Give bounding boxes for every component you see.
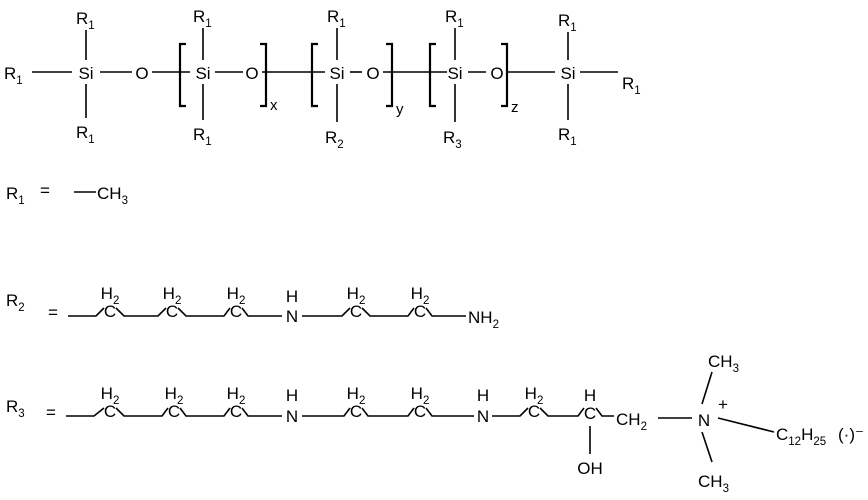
si-atom: Si xyxy=(78,64,93,83)
n-atom: N xyxy=(286,407,298,426)
h-label: H xyxy=(584,386,596,405)
subscript-y: y xyxy=(396,101,404,118)
h2-label: H2 xyxy=(163,284,182,307)
r2-substituent-label: R2 xyxy=(325,128,344,151)
counterion: (·)⁻ xyxy=(838,425,864,444)
siloxane-backbone xyxy=(32,28,618,122)
r2-definition-label: R2 xyxy=(6,291,25,314)
si-terminal-left: R1 Si R1 R1 xyxy=(4,9,95,146)
c-atom: C xyxy=(584,404,596,423)
r1-left-label: R1 xyxy=(4,64,23,87)
quaternary-n-atom: N xyxy=(698,411,710,430)
si-atom: Si xyxy=(329,64,344,83)
repeat-unit-z: Si R1 R3 O z xyxy=(443,7,519,151)
amine-group: NH2 xyxy=(468,308,499,331)
methyl-group-top: CH3 xyxy=(708,352,739,375)
repeat-unit-x: Si R1 R1 O x xyxy=(193,7,278,148)
o-atom: O xyxy=(245,64,258,83)
si-terminal-right: Si R1 R1 R1 xyxy=(558,11,641,148)
r3-definition-label: R3 xyxy=(6,397,25,420)
r3-substituent-label: R3 xyxy=(443,128,462,151)
h2-label: H2 xyxy=(101,284,120,307)
r1-top-label: R1 xyxy=(327,7,346,30)
h2-label: H2 xyxy=(101,384,120,407)
r1-top-label: R1 xyxy=(193,7,212,30)
r1-bottom-label: R1 xyxy=(193,125,212,148)
h-label: H xyxy=(286,386,298,405)
c-atom: C xyxy=(230,302,242,321)
o-atom: O xyxy=(135,64,148,83)
o-atom: O xyxy=(366,64,379,83)
r1-definition-label: R1 xyxy=(6,184,25,207)
r1-bottom-label: R1 xyxy=(558,125,577,148)
h2-label: H2 xyxy=(347,384,366,407)
h2-label: H2 xyxy=(165,384,184,407)
h2-label: H2 xyxy=(411,284,430,307)
n-atom: N xyxy=(286,307,298,326)
n-atom: N xyxy=(477,407,489,426)
c-atom: C xyxy=(166,302,178,321)
subscript-x: x xyxy=(270,97,278,114)
r3-definition: R3 = C H2 C H2 C H2 N H C H2 C H2 N H C … xyxy=(6,352,864,495)
h2-label: H2 xyxy=(347,284,366,307)
c-atom: C xyxy=(104,302,116,321)
c-atom: C xyxy=(414,402,426,421)
methyl-group-bottom: CH3 xyxy=(698,472,729,495)
equals-sign: = xyxy=(48,303,58,322)
c-atom: C xyxy=(350,402,362,421)
si-atom: Si xyxy=(195,64,210,83)
c-atom: C xyxy=(230,402,242,421)
h2-label: H2 xyxy=(411,384,430,407)
r1-bottom-label: R1 xyxy=(76,123,95,146)
o-atom: O xyxy=(490,64,503,83)
r1-top-label: R1 xyxy=(445,7,464,30)
equals-sign: = xyxy=(46,403,56,422)
r2-definition: R2 = C H2 C H2 C H2 N H C H2 C H2 NH2 xyxy=(6,284,499,331)
methyl-group: CH3 xyxy=(97,184,128,207)
c-atom: C xyxy=(528,402,540,421)
c-atom: C xyxy=(350,302,362,321)
equals-sign: = xyxy=(40,181,50,200)
positive-charge: + xyxy=(718,395,728,414)
r1-top-label: R1 xyxy=(76,9,95,32)
c-atom: C xyxy=(104,402,116,421)
h-label: H xyxy=(286,287,298,306)
h-label: H xyxy=(477,386,489,405)
r1-top-label: R1 xyxy=(558,11,577,34)
c-atom: C xyxy=(168,402,180,421)
subscript-z: z xyxy=(511,99,519,116)
r1-definition: R1 = CH3 xyxy=(6,181,128,207)
h2-label: H2 xyxy=(227,384,246,407)
h2-label: H2 xyxy=(227,284,246,307)
h2-label: H2 xyxy=(525,384,544,407)
si-atom: Si xyxy=(447,64,462,83)
methylene-group: CH2 xyxy=(616,410,647,433)
si-atom: Si xyxy=(560,64,575,83)
repeat-unit-y: Si R1 R2 O y xyxy=(325,7,404,151)
c-atom: C xyxy=(414,302,426,321)
r1-right-label: R1 xyxy=(622,74,641,97)
dodecyl-group: C12H25 xyxy=(776,425,826,448)
hydroxyl-group: OH xyxy=(577,459,603,478)
